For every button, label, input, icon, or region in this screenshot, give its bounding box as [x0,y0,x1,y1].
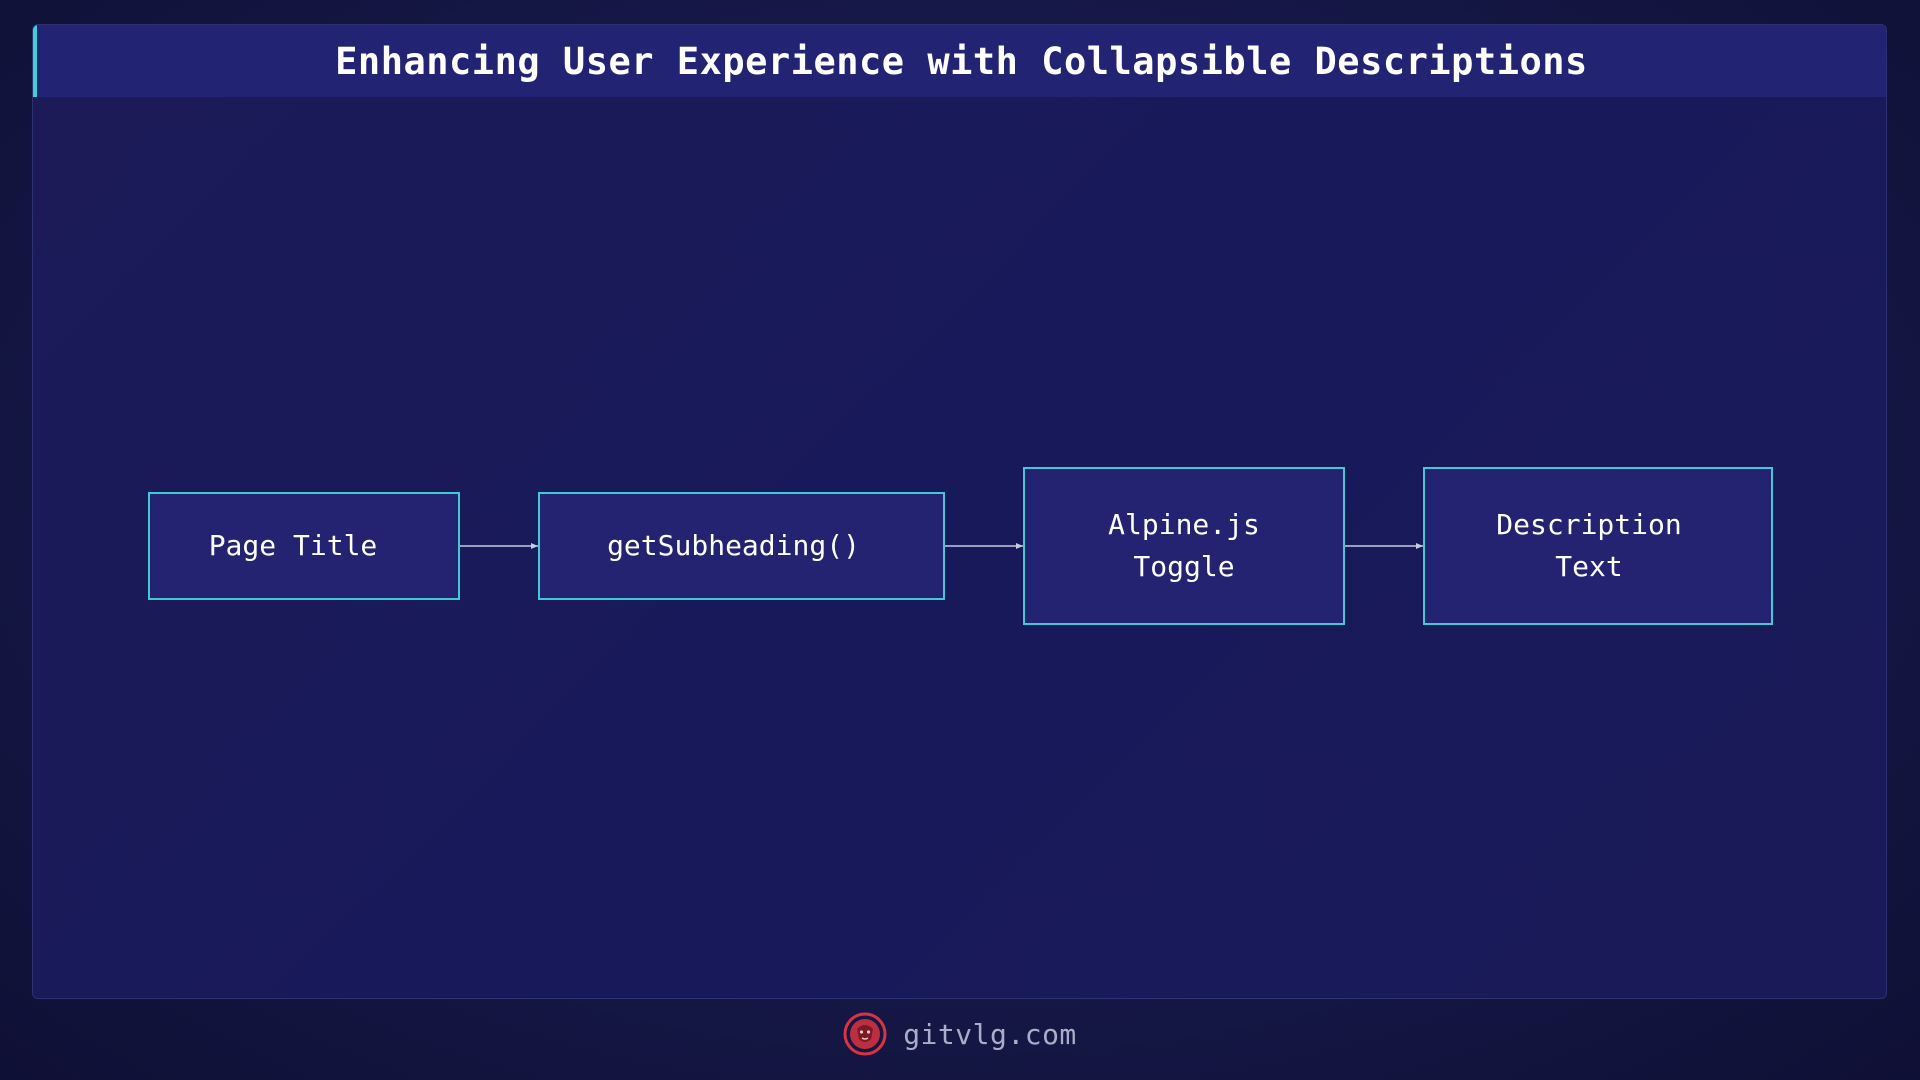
footer-site-link[interactable]: gitvlg.com [903,1017,1077,1051]
node-page-title: Page Title [148,492,460,600]
node-get-subheading: getSubheading() [538,492,945,600]
lion-head-icon [843,1012,887,1056]
node-description-text: Description Text [1423,467,1773,625]
node-alpine-toggle: Alpine.js Toggle [1023,467,1345,625]
node-get-subheading-label: getSubheading() [607,529,860,562]
node-page-title-label: Page Title [208,529,378,562]
header-bar: Enhancing User Experience with Collapsib… [33,25,1886,97]
page-title: Enhancing User Experience with Collapsib… [335,39,1588,83]
footer: gitvlg.com [0,1012,1920,1056]
node-description-text-label: Description Text [1496,508,1682,583]
node-alpine-toggle-label: Alpine.js Toggle [1108,508,1260,583]
